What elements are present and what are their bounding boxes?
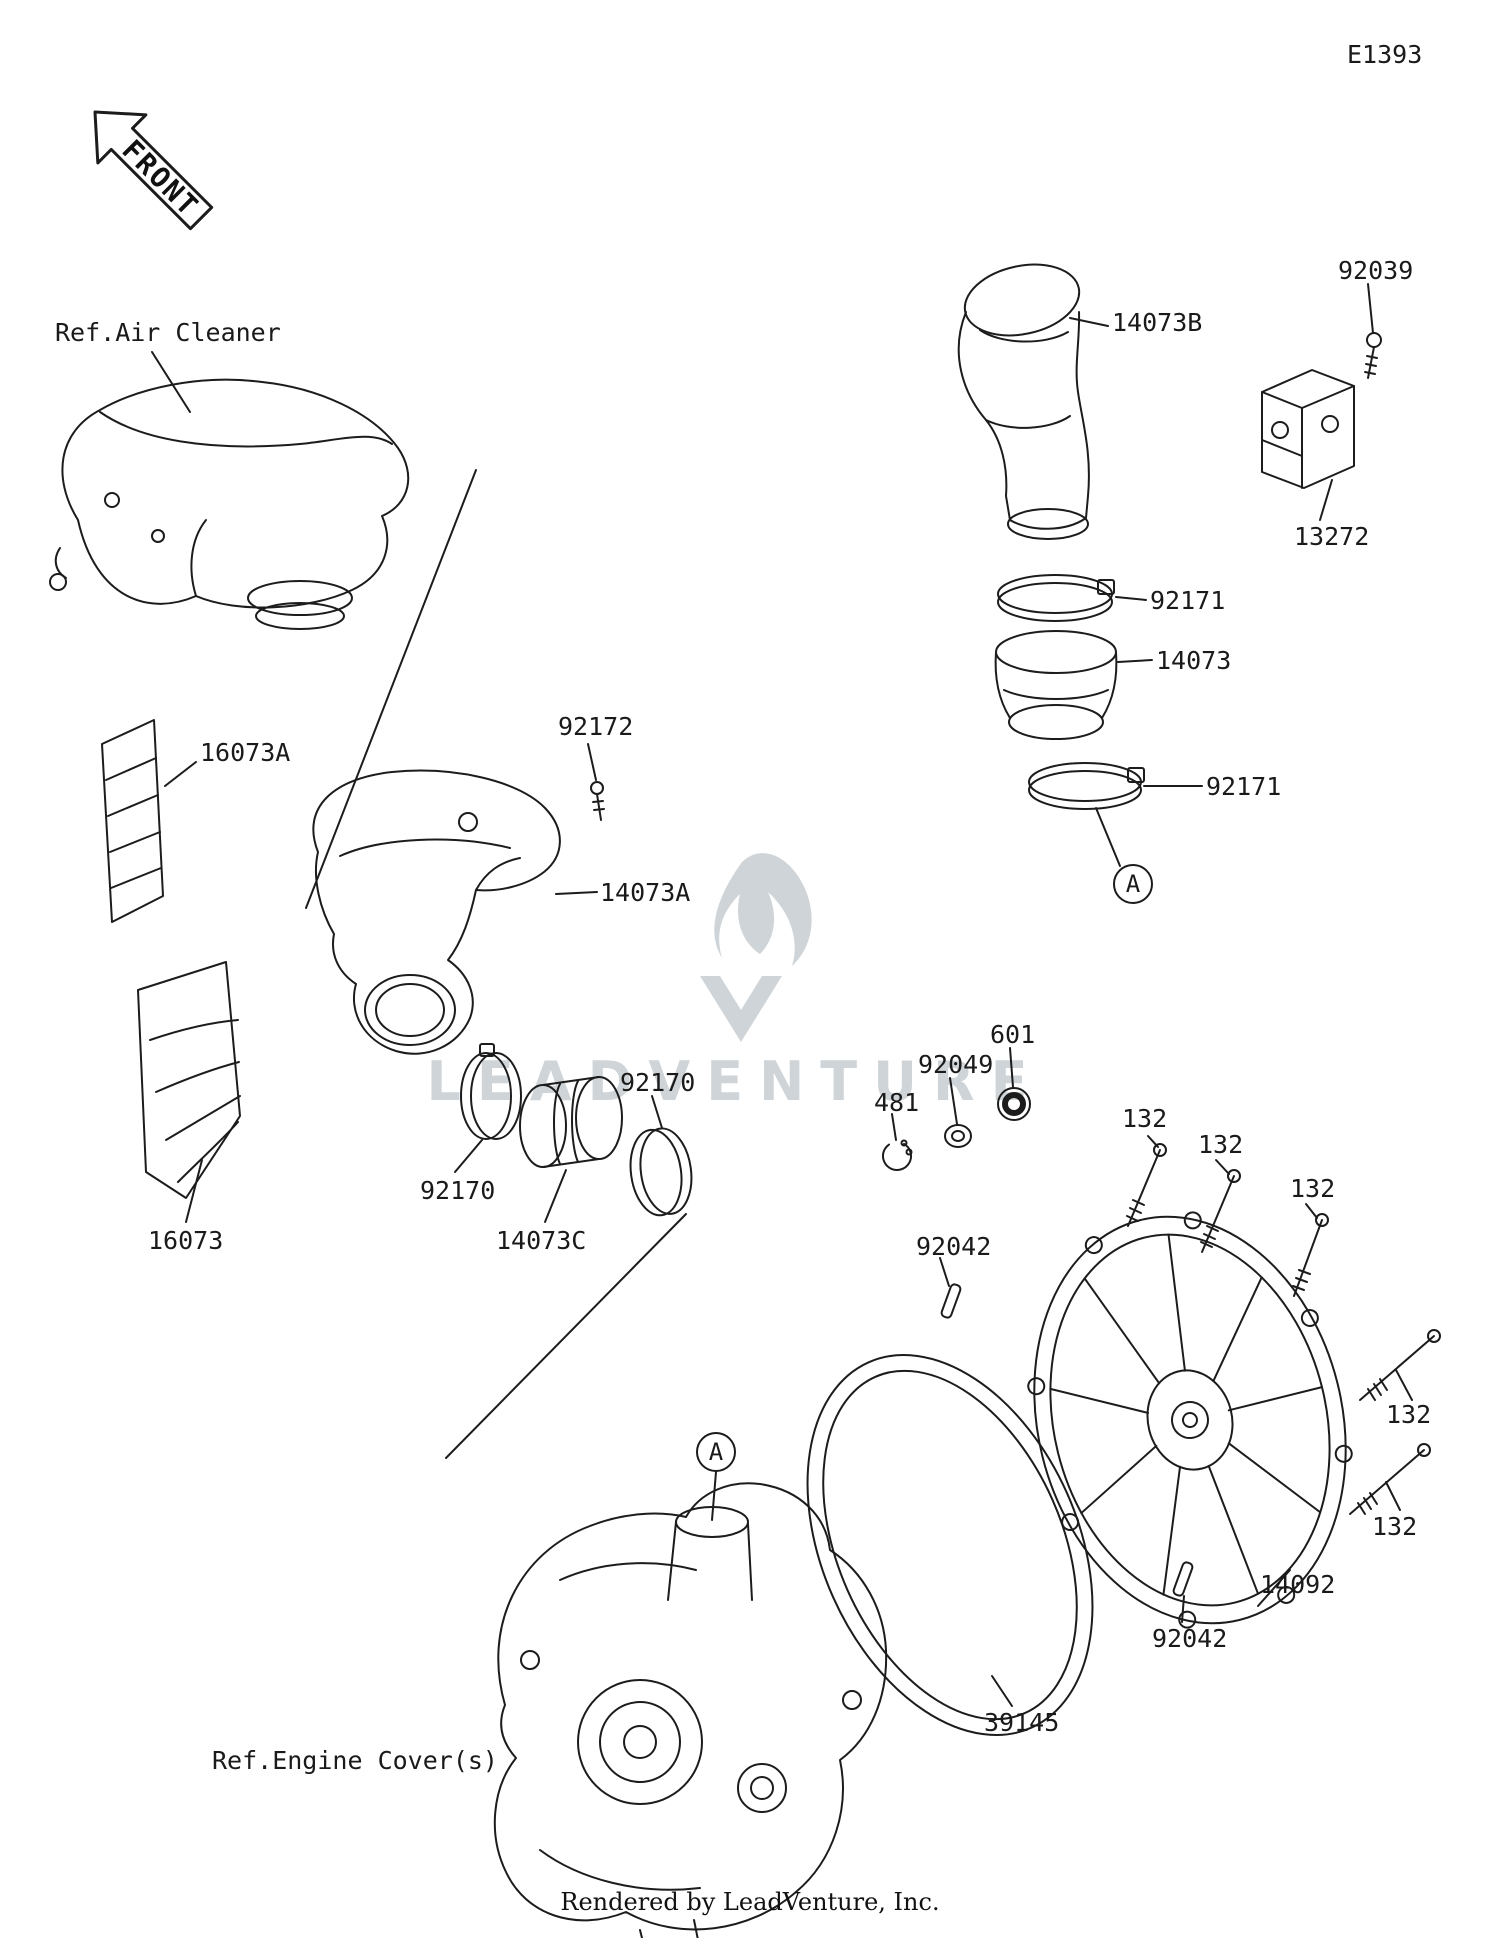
front-arrow-label: FRONT xyxy=(116,133,206,223)
pad-16073A-drawing xyxy=(101,719,164,923)
air-cleaner-drawing xyxy=(49,378,410,630)
part-label-14073C: 14073C xyxy=(496,1226,587,1255)
pin-92042-lower-drawing xyxy=(1172,1561,1194,1597)
assembly-mark-a-upper: A xyxy=(1113,864,1153,904)
boot-14073C-drawing xyxy=(519,1076,623,1168)
clamp-92171-upper-drawing xyxy=(997,574,1115,622)
part-label-92171-lower: 92171 xyxy=(1206,772,1282,801)
part-label-13272: 13272 xyxy=(1294,522,1370,551)
bolt-132-drawing-2 xyxy=(1200,1169,1241,1253)
part-label-14073B: 14073B xyxy=(1112,308,1203,337)
bolt-132-drawing-4 xyxy=(1359,1329,1441,1401)
bracket-13272-drawing xyxy=(1261,369,1355,489)
boot-14073-drawing xyxy=(994,630,1118,740)
screw-92172-drawing xyxy=(590,781,605,821)
leader-lines xyxy=(151,283,1413,1707)
bolt-132-drawing-1 xyxy=(1126,1143,1167,1227)
part-label-16073: 16073 xyxy=(148,1226,224,1255)
part-label-92039: 92039 xyxy=(1338,256,1414,285)
part-label-92171-upper: 92171 xyxy=(1150,586,1226,615)
part-label-14073: 14073 xyxy=(1156,646,1232,675)
bolt-132-drawing-3 xyxy=(1292,1213,1329,1297)
part-label-601: 601 xyxy=(990,1020,1036,1049)
duct-14073B-drawing xyxy=(957,263,1090,540)
engine-cover-drawing xyxy=(493,1482,888,1938)
pad-16073-drawing xyxy=(137,961,241,1199)
assembly-mark-a-lower: A xyxy=(696,1432,736,1472)
front-arrow-icon: FRONT xyxy=(93,110,214,231)
bolt-132-drawing-5 xyxy=(1349,1443,1431,1515)
watermark-logo-icon xyxy=(700,853,812,1042)
part-label-14092: 14092 xyxy=(1260,1570,1336,1599)
circlip-481-drawing xyxy=(882,1139,913,1171)
part-label-92170-left: 92170 xyxy=(420,1176,496,1205)
part-label-92172: 92172 xyxy=(558,712,634,741)
part-label-92049: 92049 xyxy=(918,1050,994,1079)
clamp-92171-lower-drawing xyxy=(1028,762,1145,810)
part-label-132-1: 132 xyxy=(1122,1104,1168,1133)
part-label-132-2: 132 xyxy=(1198,1130,1244,1159)
part-label-92042-lower: 92042 xyxy=(1152,1624,1228,1653)
part-label-92170-right: 92170 xyxy=(620,1068,696,1097)
bolt-92039-drawing xyxy=(1364,332,1382,379)
footer-credit: Rendered by LeadVenture, Inc. xyxy=(560,1888,940,1916)
part-label-92042-upper: 92042 xyxy=(916,1232,992,1261)
part-label-132-3: 132 xyxy=(1290,1174,1336,1203)
part-label-39145: 39145 xyxy=(984,1708,1060,1737)
converter-cover-14092-drawing xyxy=(1027,1211,1353,1629)
duct-14073A-drawing xyxy=(312,769,561,1055)
pin-92042-upper-drawing xyxy=(940,1283,962,1319)
part-label-132-4: 132 xyxy=(1386,1400,1432,1429)
clamp-92170-left-drawing xyxy=(460,1043,522,1140)
clamp-92170-right-drawing xyxy=(629,1127,693,1217)
ref-engine-cover-label: Ref.Engine Cover(s) xyxy=(212,1746,498,1775)
washer-92049-drawing xyxy=(944,1124,972,1148)
bearing-601-drawing xyxy=(997,1087,1031,1121)
part-label-14073A: 14073A xyxy=(600,878,691,907)
diagram-code: E1393 xyxy=(1347,40,1423,69)
part-label-132-5: 132 xyxy=(1372,1512,1418,1541)
part-label-16073A: 16073A xyxy=(200,738,291,767)
ref-air-cleaner-label: Ref.Air Cleaner xyxy=(55,318,281,347)
part-label-481: 481 xyxy=(874,1088,920,1117)
watermark-text: LEADVENTURE xyxy=(427,1050,1044,1113)
belt-39145-drawing xyxy=(806,1354,1094,1736)
